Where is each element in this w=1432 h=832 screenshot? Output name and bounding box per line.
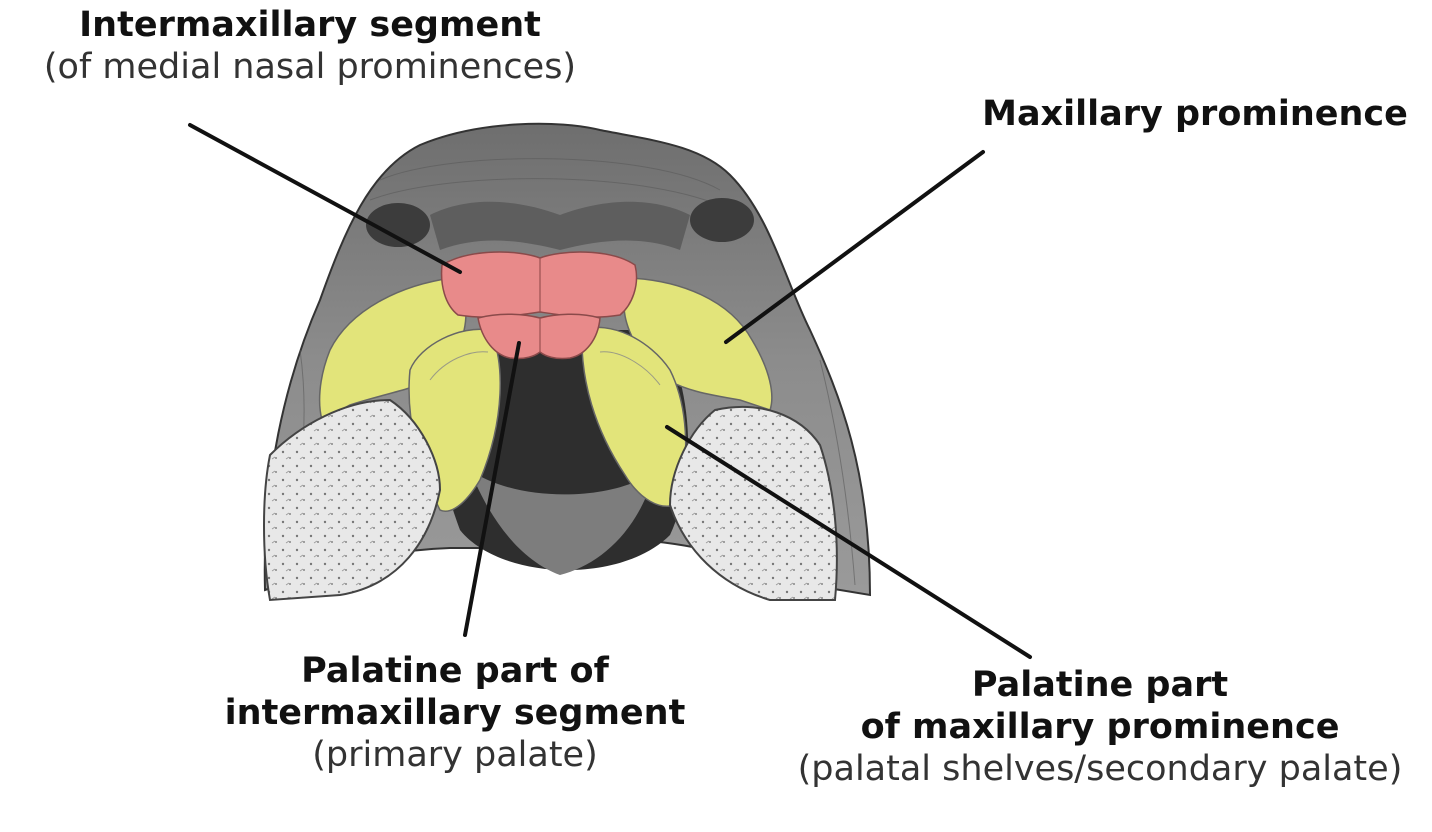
nasal-pit-right [690,198,754,242]
label-maxillary-title: Maxillary prominence [982,94,1408,134]
label-intermaxillary-subtitle: (of medial nasal prominences) [43,47,577,87]
label-intermaxillary-segment: Intermaxillary segment (of medial nasal … [0,4,620,88]
label-maxillary-prominence: Maxillary prominence [960,93,1430,135]
primary-palate [477,313,601,360]
label-palatine-maxillary-line1: Palatine part [971,665,1229,705]
label-palatine-intermaxillary-line2: intermaxillary segment [224,693,686,733]
tongue [470,470,655,575]
leader-line-palatine-intermaxillary [463,341,521,637]
cut-surface-left [263,398,442,602]
label-palatine-part-intermaxillary: Palatine part of intermaxillary segment … [190,650,720,776]
label-palatine-intermaxillary-line1: Palatine part of [301,651,609,691]
intermaxillary-segment [440,251,638,318]
nasal-ridge [430,201,690,250]
leader-line-maxillary [724,150,985,344]
leader-line-intermaxillary [188,123,462,274]
label-intermaxillary-title: Intermaxillary segment [79,5,541,45]
cut-surface-right [668,406,838,601]
label-palatine-maxillary-subtitle: (palatal shelves/secondary palate) [797,749,1403,789]
nasal-pit-left [366,203,430,247]
label-palatine-part-maxillary: Palatine part of maxillary prominence (p… [775,664,1425,790]
label-palatine-intermaxillary-subtitle: (primary palate) [312,735,598,775]
leader-line-palatine-maxillary [665,425,1032,659]
label-palatine-maxillary-line2: of maxillary prominence [860,707,1340,747]
